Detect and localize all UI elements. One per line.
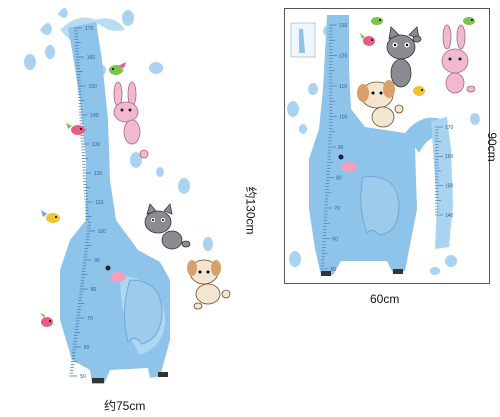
left-height-label: 约130cm	[243, 186, 258, 235]
ruler-label: 120	[94, 171, 103, 177]
ruler-label: 100	[98, 229, 107, 235]
water-drops-right	[287, 26, 480, 275]
bird-top	[109, 62, 126, 75]
ruler-label: 150	[88, 84, 97, 90]
pink-rabbit	[113, 81, 149, 159]
left-width-label: 约75cm	[104, 399, 146, 413]
right-ruler-labels: 130 120 110 100 90 80 70 60 50	[331, 23, 348, 273]
right-pink-rabbit	[441, 24, 476, 94]
bird-left	[41, 210, 60, 223]
left-sticker-illustration: 170 160 150 140 130 120 110 100 90 80 70 60 50	[24, 8, 231, 384]
right-width-label: 60cm	[370, 292, 400, 306]
right-bird-middle	[413, 86, 425, 96]
elephant-cheek	[110, 272, 126, 282]
ruler-label: 170	[445, 125, 454, 131]
ruler-label: 90	[338, 145, 344, 151]
side-ruler-ticks	[435, 126, 443, 216]
side-ruler-strip	[431, 117, 453, 249]
right-sticker-illustration: 130 120 110 100 90 80 70 60 50 170 160 150 140	[287, 15, 480, 276]
right-tan-dog	[357, 80, 404, 128]
ruler-label: 70	[87, 316, 93, 322]
ruler-label: 70	[334, 206, 340, 212]
right-gray-cat	[386, 26, 422, 88]
ruler-label: 110	[95, 200, 103, 206]
left-ruler-labels: 170 160 150 140 130 120 110 100 90 80 70 60 50	[80, 26, 106, 380]
bird-bottom	[40, 313, 53, 327]
ruler-label: 130	[92, 142, 101, 148]
right-bird-top	[360, 33, 375, 46]
elephant-foot-right	[158, 372, 168, 377]
bird-middle	[66, 123, 85, 135]
right-foot-right	[393, 269, 403, 274]
ruler-label: 140	[445, 213, 454, 219]
ruler-label: 160	[87, 55, 96, 61]
right-ruler-ticks	[320, 24, 337, 270]
elephant-eye	[105, 265, 111, 271]
elephant-foot-left	[92, 378, 104, 383]
elephant-ear	[124, 279, 163, 345]
gray-cat	[144, 203, 191, 250]
ruler-label: 60	[84, 345, 90, 351]
ruler-label: 80	[91, 287, 97, 293]
ruler-label: 170	[85, 26, 94, 32]
ruler-label: 120	[339, 53, 348, 59]
right-elephant-eye	[338, 154, 344, 160]
left-sticker: 170 160 150 140 130 120 110 100 90 80 70 60 50	[0, 0, 250, 412]
ruler-label: 60	[332, 236, 338, 242]
right-elephant-ear	[360, 176, 400, 236]
ruler-label: 90	[94, 258, 100, 264]
water-drops	[24, 8, 213, 251]
right-bird-upper	[371, 17, 383, 25]
right-bird-right	[463, 17, 475, 25]
ruler-label: 100	[339, 114, 348, 120]
right-height-label: 90cm	[485, 132, 499, 162]
ruler-label: 110	[339, 84, 347, 90]
right-foot-left	[321, 271, 331, 276]
ruler-label: 50	[80, 374, 86, 380]
ruler-label: 50	[331, 267, 337, 273]
right-elephant-cheek	[341, 162, 357, 172]
side-ruler-labels: 170 160 150 140	[445, 125, 454, 219]
tan-dog	[187, 259, 231, 310]
ruler-label: 130	[339, 23, 348, 29]
left-ruler-ticks	[69, 27, 95, 377]
ruler-label: 150	[445, 183, 454, 189]
right-sticker-frame: 130 120 110 100 90 80 70 60 50 170 160 150 140	[284, 8, 490, 284]
ruler-label: 80	[336, 175, 342, 181]
ruler-label: 140	[90, 113, 99, 119]
ruler-label: 160	[445, 154, 454, 160]
